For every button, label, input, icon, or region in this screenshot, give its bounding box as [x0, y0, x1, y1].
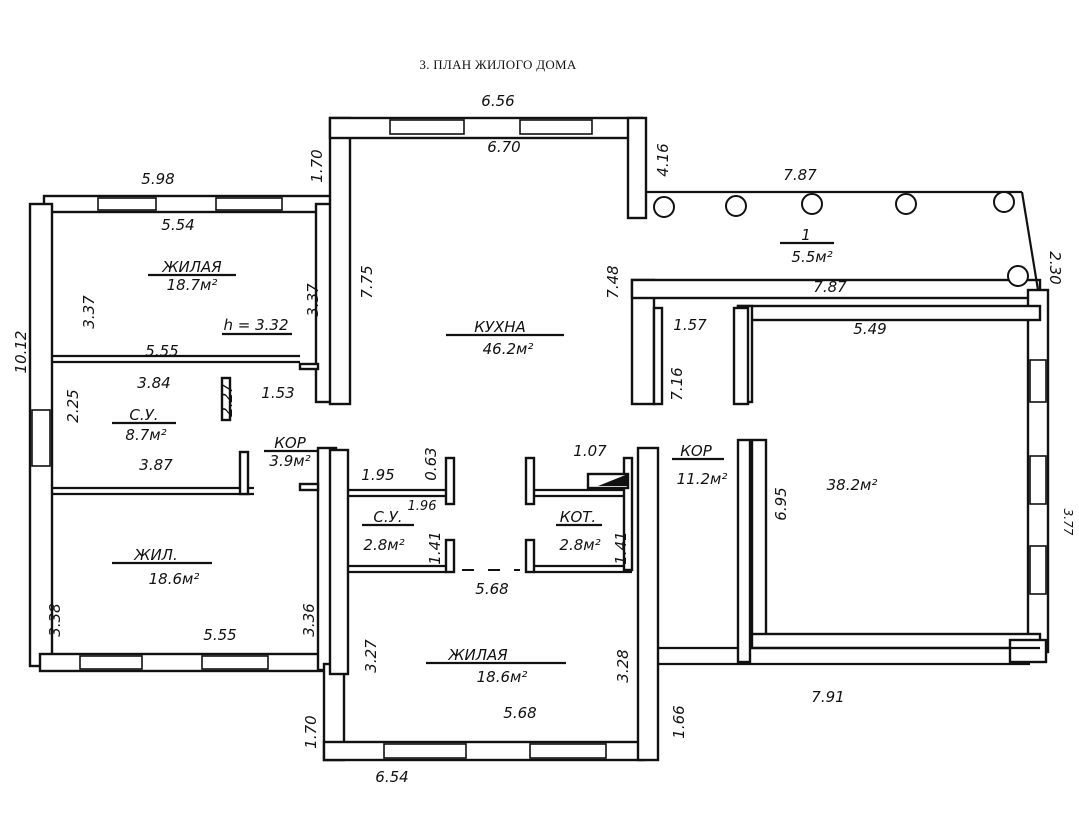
room-boiler-area: 2.8м² — [559, 536, 600, 554]
room-bath-w-area: 8.7м² — [125, 426, 166, 444]
room-bath-w-name: С.У. — [129, 406, 158, 424]
room-kitchen-area: 46.2м² — [483, 340, 534, 358]
dim-141-l: 1.41 — [426, 531, 444, 564]
dim-230: 2.30 — [1046, 251, 1064, 284]
dim-555-bot: 5.55 — [203, 626, 236, 644]
room-living-sw-name: ЖИЛ. — [133, 546, 177, 564]
dim-670: 6.70 — [487, 138, 520, 156]
dim-554: 5.54 — [161, 216, 194, 234]
dim-384: 3.84 — [137, 374, 170, 392]
dim-791: 7.91 — [811, 688, 844, 706]
dim-225: 2.25 — [64, 389, 82, 422]
ceiling-height: h = 3.32 — [223, 316, 288, 334]
dim-227: 2.27 — [218, 383, 236, 417]
room-living-s-name: ЖИЛАЯ — [447, 646, 508, 664]
dim-338: 3.38 — [46, 603, 64, 636]
room-terrace-area: 5.5м² — [791, 248, 832, 266]
dim-166: 1.66 — [670, 705, 688, 738]
room-living-nw-area: 18.7м² — [167, 276, 218, 294]
dim-656: 6.56 — [481, 92, 514, 110]
room-living-s-area: 18.6м² — [477, 668, 528, 686]
outer-walls — [28, 116, 1050, 762]
dim-153: 1.53 — [261, 384, 294, 402]
dim-141-r: 1.41 — [612, 531, 630, 564]
room-living-sw-area: 18.6м² — [149, 570, 200, 588]
dim-107: 1.07 — [573, 442, 607, 460]
dim-063: 0.63 — [422, 447, 440, 480]
room-living-nw-name: ЖИЛАЯ — [161, 258, 222, 276]
dim-568-bot: 5.68 — [503, 704, 536, 722]
dim-327: 3.27 — [362, 639, 380, 673]
dim-555-top: 5.55 — [145, 342, 178, 360]
room-bath-c-area: 2.8м² — [363, 536, 404, 554]
room-corridor-e-area: 11.2м² — [677, 470, 728, 488]
plan-title: 3. ПЛАН ЖИЛОГО ДОМА — [419, 57, 577, 72]
dim-598: 5.98 — [141, 170, 174, 188]
terrace — [646, 190, 1040, 291]
dim-195: 1.95 — [361, 466, 394, 484]
dim-387: 3.87 — [139, 456, 173, 474]
dim-568-mid: 5.68 — [475, 580, 508, 598]
dim-157: 1.57 — [673, 316, 707, 334]
dimension-labels: 6.56 6.70 5.98 5.54 7.87 7.87 1.57 5.49 … — [12, 92, 1075, 786]
dim-196: 1.96 — [408, 499, 437, 514]
room-corridor-w-name: КОР — [274, 434, 306, 452]
room-labels: ЖИЛАЯ 18.7м² h = 3.32 КУХНА 46.2м² 1 5.5… — [112, 226, 877, 686]
dim-416: 4.16 — [654, 143, 672, 176]
dim-775: 7.75 — [358, 265, 376, 298]
room-boiler-name: КОТ. — [560, 508, 596, 526]
room-corridor-e-name: КОР — [680, 442, 712, 460]
dim-336: 3.36 — [300, 603, 318, 636]
dim-170-bot: 1.70 — [302, 715, 320, 748]
dim-377: 3.77 — [1061, 509, 1075, 536]
room-bath-c-name: С.У. — [373, 508, 402, 526]
room-corridor-w-area: 3.9м² — [269, 452, 310, 470]
dim-328: 3.28 — [614, 649, 632, 682]
dim-337-r: 3.37 — [304, 283, 322, 317]
room-terrace-name: 1 — [801, 226, 811, 244]
dim-748: 7.48 — [604, 265, 622, 298]
dim-654: 6.54 — [375, 768, 408, 786]
dim-716: 7.16 — [668, 367, 686, 400]
dim-787-mid: 7.87 — [813, 278, 847, 296]
dim-337-l: 3.37 — [80, 295, 98, 329]
room-kitchen-name: КУХНА — [474, 318, 526, 336]
dim-787-top: 7.87 — [783, 166, 817, 184]
dim-549: 5.49 — [853, 320, 886, 338]
dim-170-top: 1.70 — [308, 149, 326, 182]
dim-695: 6.95 — [772, 487, 790, 520]
dim-1012: 10.12 — [12, 331, 30, 374]
partitions — [52, 354, 634, 574]
room-garage-area: 38.2м² — [827, 476, 878, 494]
windows — [31, 119, 1047, 759]
